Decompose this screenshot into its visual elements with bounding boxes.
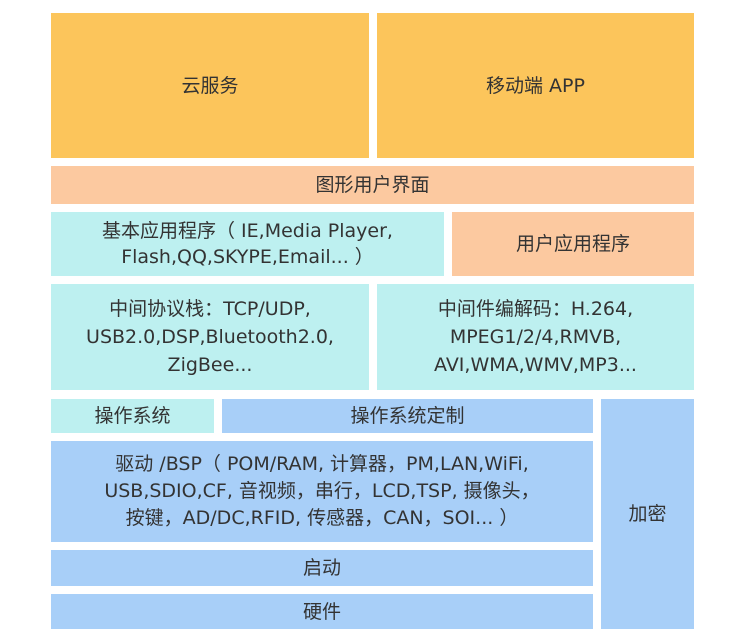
protocol-stack-line: 中间协议栈：TCP/UDP, [109, 298, 311, 320]
boot-block: 启动 [51, 550, 593, 586]
gui-block: 图形用户界面 [51, 166, 694, 204]
boot-label: 启动 [302, 557, 341, 579]
drivers-line: USB,SDIO,CF, 音视频，串行，LCD,TSP, 摄像头， [104, 480, 540, 502]
user-apps-block: 用户应用程序 [452, 212, 694, 276]
os-block: 操作系统 [51, 399, 214, 433]
drivers-bsp-block: 驱动 /BSP（ POM/RAM, 计算器，PM,LAN,WiFi, USB,S… [51, 441, 593, 542]
os-label: 操作系统 [94, 405, 171, 427]
mobile-app-label: 移动端 APP [486, 74, 585, 97]
os-custom-block: 操作系统定制 [222, 399, 593, 433]
basic-apps-line: 基本应用程序（ IE,Media Player, [102, 220, 393, 242]
cloud-service-label: 云服务 [181, 74, 239, 97]
encryption-block: 加密 [601, 399, 694, 629]
hardware-block: 硬件 [51, 594, 593, 629]
encryption-label: 加密 [628, 503, 667, 525]
protocol-stack-line: ZigBee... [167, 354, 253, 376]
user-apps-label: 用户应用程序 [515, 233, 630, 255]
middleware-codec-line: MPEG1/2/4,RMVB, [449, 326, 622, 348]
os-custom-label: 操作系统定制 [350, 405, 465, 427]
basic-apps-line: Flash,QQ,SKYPE,Email... ） [121, 246, 374, 268]
middleware-codec-line: 中间件编解码：H.264, [437, 298, 634, 320]
gui-label: 图形用户界面 [315, 174, 430, 196]
drivers-line: 驱动 /BSP（ POM/RAM, 计算器，PM,LAN,WiFi, [115, 453, 529, 475]
drivers-line: 按键，AD/DC,RFID, 传感器，CAN，SOI... ） [125, 507, 519, 529]
protocol-stack-line: USB2.0,DSP,Bluetooth2.0, [86, 326, 334, 348]
cloud-service-block: 云服务 [51, 13, 369, 158]
mobile-app-block: 移动端 APP [377, 13, 694, 158]
basic-apps-block: 基本应用程序（ IE,Media Player, Flash,QQ,SKYPE,… [51, 212, 444, 276]
middleware-codec-block: 中间件编解码：H.264, MPEG1/2/4,RMVB, AVI,WMA,WM… [377, 284, 694, 390]
middleware-codec-line: AVI,WMA,WMV,MP3... [434, 354, 637, 376]
protocol-stack-block: 中间协议栈：TCP/UDP, USB2.0,DSP,Bluetooth2.0, … [51, 284, 369, 390]
hardware-label: 硬件 [302, 600, 341, 623]
